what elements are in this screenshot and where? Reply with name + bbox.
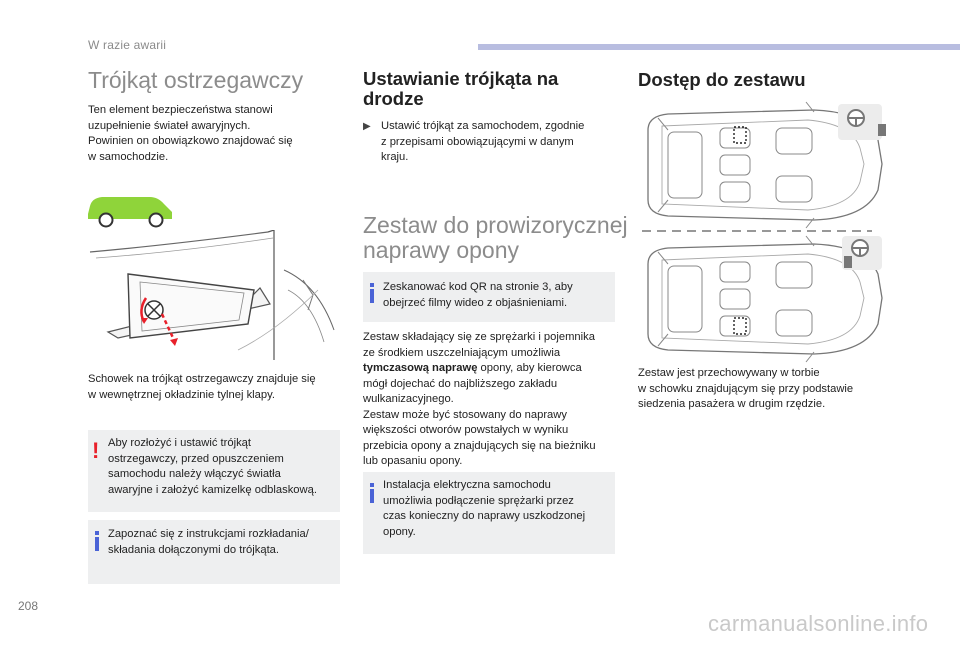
bullet-line: kraju. bbox=[381, 151, 409, 163]
kit-line: przebicia opony a znajdujących się na bi… bbox=[363, 439, 596, 452]
warning-line: Aby rozłożyć i ustawić trójkąt bbox=[108, 437, 251, 449]
kit-access-text: Zestaw jest przechowywany w torbie w sch… bbox=[638, 366, 853, 413]
info-line: Zapoznać się z instrukcjami rozkładania/ bbox=[108, 528, 309, 540]
intro-line: Powinien on obowiązkowo znajdować się bbox=[88, 135, 293, 147]
info-note-text: Zapoznać się z instrukcjami rozkładania/… bbox=[108, 527, 309, 558]
watermark: carmanualsonline.info bbox=[708, 611, 929, 636]
qr-note-text: Zeskanować kod QR na stronie 3, aby obej… bbox=[383, 280, 573, 311]
warning-note: ! Aby rozłożyć i ustawić trójkąt ostrzeg… bbox=[88, 430, 340, 512]
access-line: siedzenia pasażera w drugim rzędzie. bbox=[638, 398, 826, 410]
info-note: Zapoznać się z instrukcjami rozkładania/… bbox=[88, 520, 340, 584]
trunk-compartment-illustration bbox=[89, 230, 335, 360]
road-setup-text: Ustawić trójkąt za samochodem, zgodnie z… bbox=[381, 119, 584, 166]
car-top-view-lhd bbox=[647, 101, 886, 229]
warning-line: awaryjne i założyć kamizelkę odblaskową. bbox=[108, 483, 317, 496]
kit-line: tymczasową naprawę opony, aby kierowca bbox=[363, 361, 623, 377]
electric-line: Instalacja elektryczna samochodu bbox=[383, 479, 551, 491]
intro-line: Ten element bezpieczeństwa stanowi bbox=[88, 104, 273, 116]
electric-line: opony. bbox=[383, 525, 416, 538]
qr-line: Zeskanować kod QR na stronie 3, aby bbox=[383, 281, 573, 293]
bullet-line: z przepisami obowiązującymi w danym bbox=[381, 135, 574, 148]
qr-note: Zeskanować kod QR na stronie 3, aby obej… bbox=[363, 272, 615, 322]
electric-note: Instalacja elektryczna samochodu umożliw… bbox=[363, 472, 615, 554]
kit-line: większości otworów powstałych w wyniku bbox=[363, 424, 569, 436]
warning-line: ostrzegawczy, przed opuszczeniem bbox=[108, 452, 284, 465]
electric-line: umożliwia podłączenie sprężarki przez bbox=[383, 494, 574, 507]
warning-triangle-title: Trójkąt ostrzegawczy bbox=[88, 67, 304, 93]
car-location-icon bbox=[88, 197, 172, 228]
bullet-line: Ustawić trójkąt za samochodem, zgodnie bbox=[381, 120, 585, 132]
intro-line: w samochodzie. bbox=[88, 150, 169, 163]
kit-line: Zestaw składający się ze sprężarki i poj… bbox=[363, 331, 595, 343]
kit-line: Zestaw może być stosowany do naprawy bbox=[363, 408, 567, 421]
warning-line: samochodu należy włączyć światła bbox=[108, 468, 281, 480]
kit-line: lub opasaniu opony. bbox=[363, 455, 463, 467]
exclamation-icon: ! bbox=[92, 438, 100, 463]
diagram-divider bbox=[642, 230, 872, 232]
electric-line: czas konieczny do naprawy uszkodzonej bbox=[383, 510, 586, 522]
title-line: Ustawianie trójkąta na bbox=[363, 68, 559, 89]
triangle-bullet-icon: ▶ bbox=[363, 121, 371, 132]
storage-line: w wewnętrznej okładzinie tylnej klapy. bbox=[88, 388, 275, 401]
warning-note-text: Aby rozłożyć i ustawić trójkąt ostrzegaw… bbox=[108, 436, 317, 498]
title-line: drodze bbox=[363, 88, 424, 109]
access-line: Zestaw jest przechowywany w torbie bbox=[638, 367, 820, 379]
kit-keyword: tymczasową naprawę bbox=[363, 362, 478, 374]
page-number: 208 bbox=[18, 599, 39, 613]
kit-line: mógł dojechać do najbliższego zakładu bbox=[363, 377, 558, 390]
repair-kit-title: Zestaw do prowizorycznej naprawy opony bbox=[363, 213, 628, 263]
intro-line: uzupełnienie świateł awaryjnych. bbox=[88, 119, 251, 132]
triangle-intro-text: Ten element bezpieczeństwa stanowi uzupe… bbox=[88, 103, 293, 165]
title-line: Zestaw do prowizorycznej bbox=[363, 212, 628, 238]
info-line: składania dołączonymi do trójkąta. bbox=[108, 543, 280, 556]
kit-access-title: Dostęp do zestawu bbox=[638, 69, 806, 90]
kit-line: ze środkiem uszczelniającym umożliwia bbox=[363, 346, 561, 359]
storage-location-text: Schowek na trójkąt ostrzegawczy znajduje… bbox=[88, 372, 316, 403]
road-setup-title: Ustawianie trójkąta na drodze bbox=[363, 69, 558, 109]
section-header: W razie awarii bbox=[88, 38, 167, 52]
qr-line: obejrzeć filmy wideo z objaśnieniami. bbox=[383, 296, 568, 309]
access-line: w schowku znajdującym się przy podstawie bbox=[638, 382, 854, 395]
kit-line: wulkanizacyjnego. bbox=[363, 393, 454, 405]
electric-note-text: Instalacja elektryczna samochodu umożliw… bbox=[383, 478, 585, 540]
storage-line: Schowek na trójkąt ostrzegawczy znajduje… bbox=[88, 373, 316, 385]
title-line: naprawy opony bbox=[363, 237, 519, 263]
header-bar bbox=[478, 44, 960, 50]
repair-kit-description: Zestaw składający się ze sprężarki i poj… bbox=[363, 330, 623, 470]
car-top-view-rhd bbox=[647, 235, 883, 363]
kit-line-rest: opony, aby kierowca bbox=[477, 362, 582, 374]
